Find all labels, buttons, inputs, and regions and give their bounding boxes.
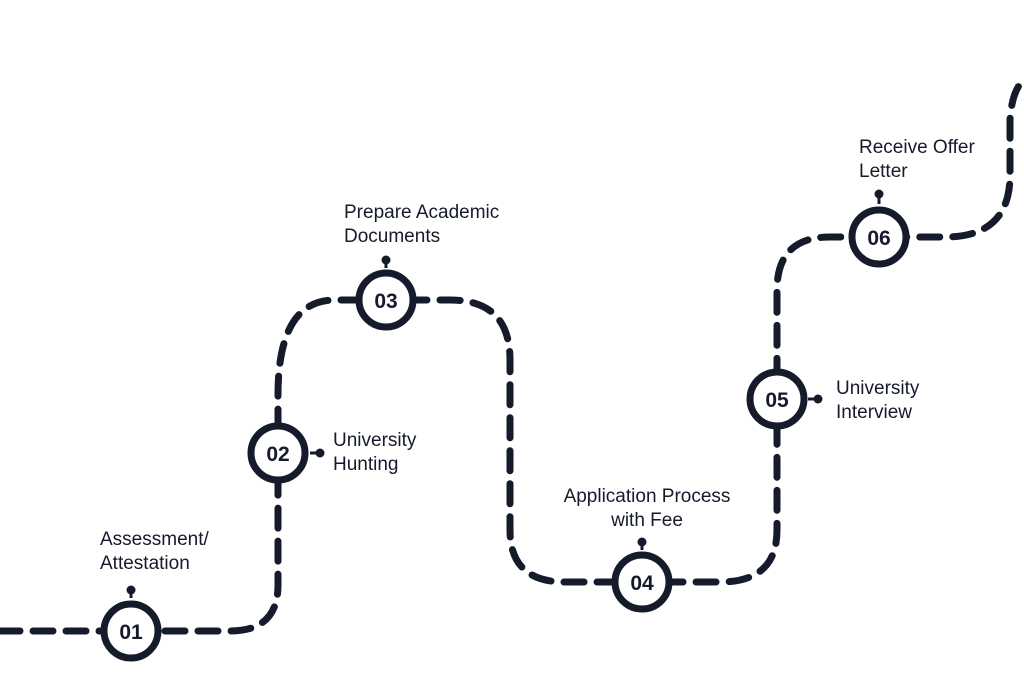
step-label-05: University Interview [836, 377, 919, 425]
step-label-05-line-2: Interview [836, 402, 913, 423]
step-circle-05: 05 [746, 368, 808, 430]
step-label-01-line-1: Assessment/ [100, 529, 209, 550]
step-label-01: Assessment/ Attestation [100, 528, 209, 576]
step-circle-06: 06 [848, 206, 910, 268]
step-label-06-line-2: Letter [859, 161, 908, 182]
step-number-03: 03 [374, 290, 397, 313]
step-label-05-line-1: University [836, 378, 920, 399]
step-label-02-line-1: University [333, 430, 417, 451]
step-number-04: 04 [630, 572, 654, 595]
connector-dot-04 [637, 537, 647, 547]
step-number-06: 06 [867, 227, 890, 250]
step-label-01-line-2: Attestation [100, 553, 190, 574]
step-label-02-line-2: Hunting [333, 454, 399, 475]
connector-dot-02 [315, 448, 325, 458]
step-number-02: 02 [266, 443, 289, 466]
step-circle-03: 03 [355, 269, 417, 331]
step-label-03-line-2: Documents [344, 226, 441, 247]
connectors [126, 189, 884, 598]
step-circle-01: 01 [100, 600, 162, 662]
step-circle-02: 02 [247, 422, 309, 484]
step-label-02: University Hunting [333, 429, 416, 477]
step-label-04: Application Process with Fee [542, 485, 752, 533]
step-number-05: 05 [765, 389, 789, 412]
step-number-01: 01 [119, 621, 143, 644]
connector-dot-06 [874, 189, 884, 199]
connector-dot-01 [126, 585, 136, 595]
step-label-06: Receive Offer Letter [859, 136, 975, 184]
step-label-03: Prepare Academic Documents [344, 201, 499, 249]
road-path [0, 76, 1024, 635]
step-label-06-line-1: Receive Offer [859, 137, 975, 158]
step-circle-04: 04 [611, 551, 673, 613]
step-label-04-line-1: Application Process [563, 486, 731, 507]
step-label-03-line-1: Prepare Academic [344, 202, 500, 223]
step-label-04-line-2: with Fee [611, 510, 683, 531]
connector-dot-05 [813, 394, 823, 404]
connector-dot-03 [381, 255, 391, 265]
